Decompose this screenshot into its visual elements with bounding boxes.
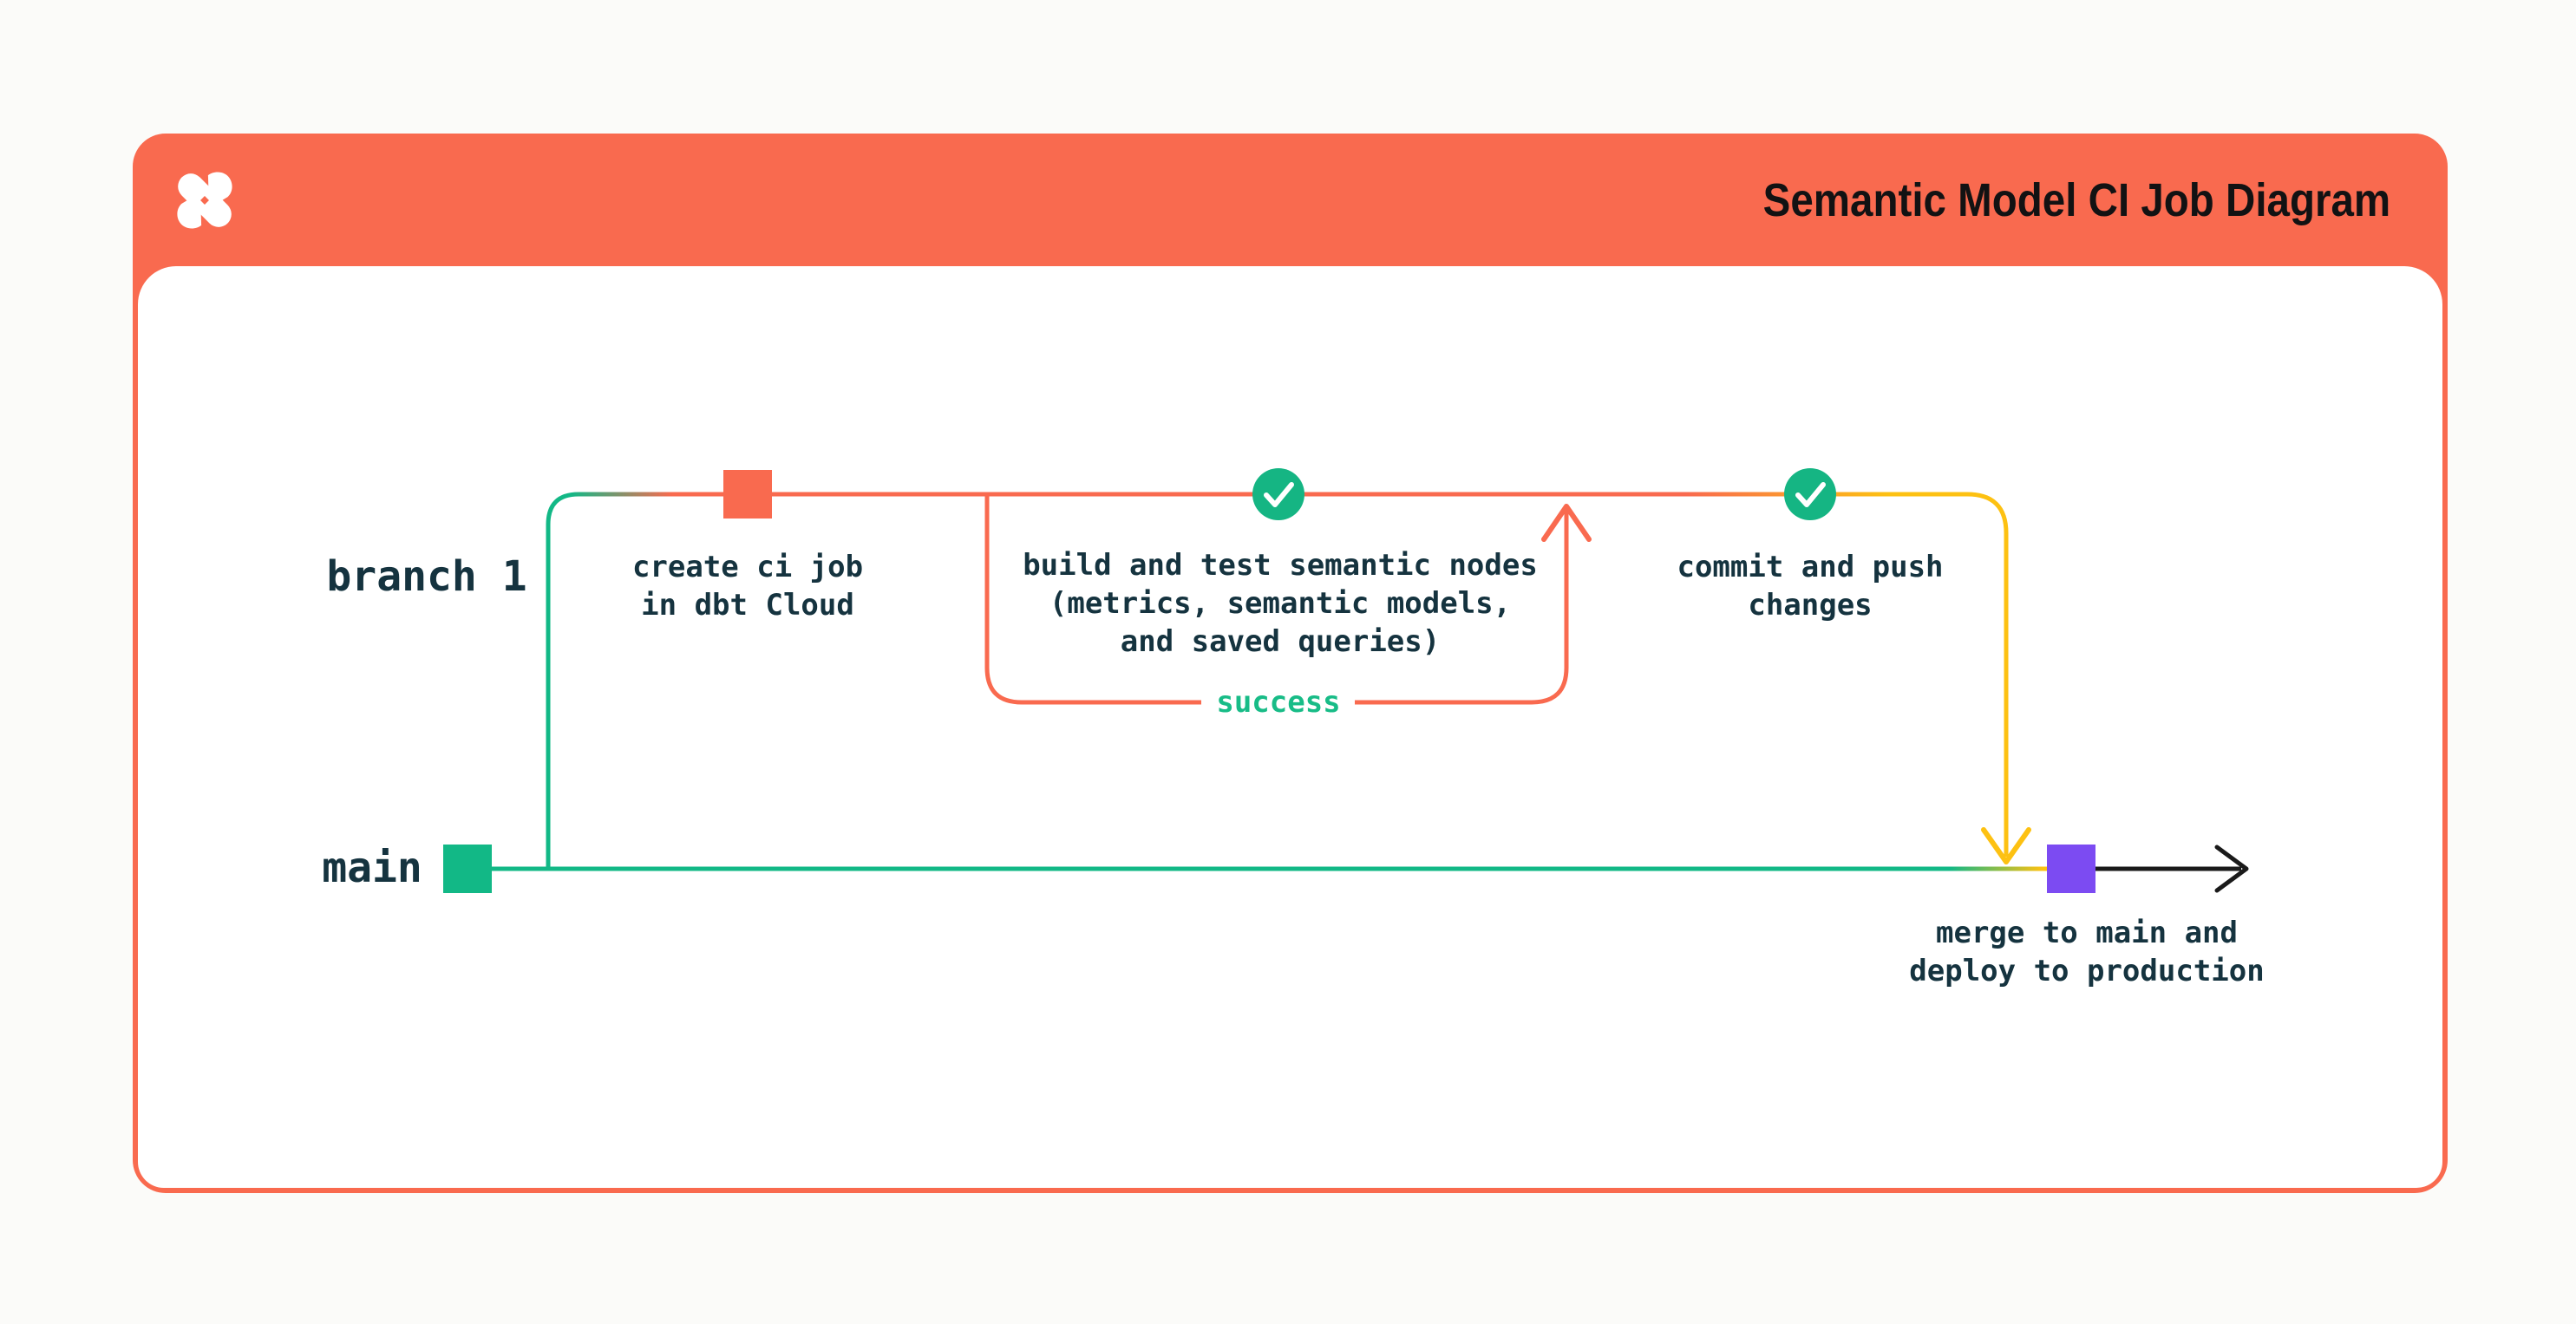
merge-deploy-label: merge to main and deploy to production xyxy=(1909,916,2265,988)
main-commit-square xyxy=(443,845,492,893)
dbt-logo-icon xyxy=(177,172,232,229)
build-test-check-icon xyxy=(1252,468,1304,520)
success-arrowhead-icon xyxy=(1541,504,1592,542)
main-label: main xyxy=(322,844,422,892)
create-ci-label: create ci job in dbt Cloud xyxy=(631,550,864,623)
build-test-label: build and test semantic nodes (metrics, … xyxy=(1023,548,1538,659)
deploy-arrowhead-icon xyxy=(2214,845,2249,893)
commit-push-label: commit and push changes xyxy=(1677,550,1944,623)
card-body xyxy=(138,266,2442,1188)
success-label: success xyxy=(1216,685,1341,720)
branch-label: branch 1 xyxy=(326,552,527,601)
commit-push-check-icon xyxy=(1784,468,1836,520)
merge-commit-square xyxy=(2047,845,2095,893)
diagram-card: Semantic Model CI Job Diagram xyxy=(133,134,2448,1193)
merge-arrowhead-icon xyxy=(1981,827,2031,864)
page-title: Semantic Model CI Job Diagram xyxy=(1762,173,2390,226)
success-loop-line xyxy=(984,494,1569,705)
create-ci-commit-square xyxy=(723,470,772,519)
branch-line xyxy=(546,492,2009,869)
card-header: Semantic Model CI Job Diagram xyxy=(133,134,2448,266)
